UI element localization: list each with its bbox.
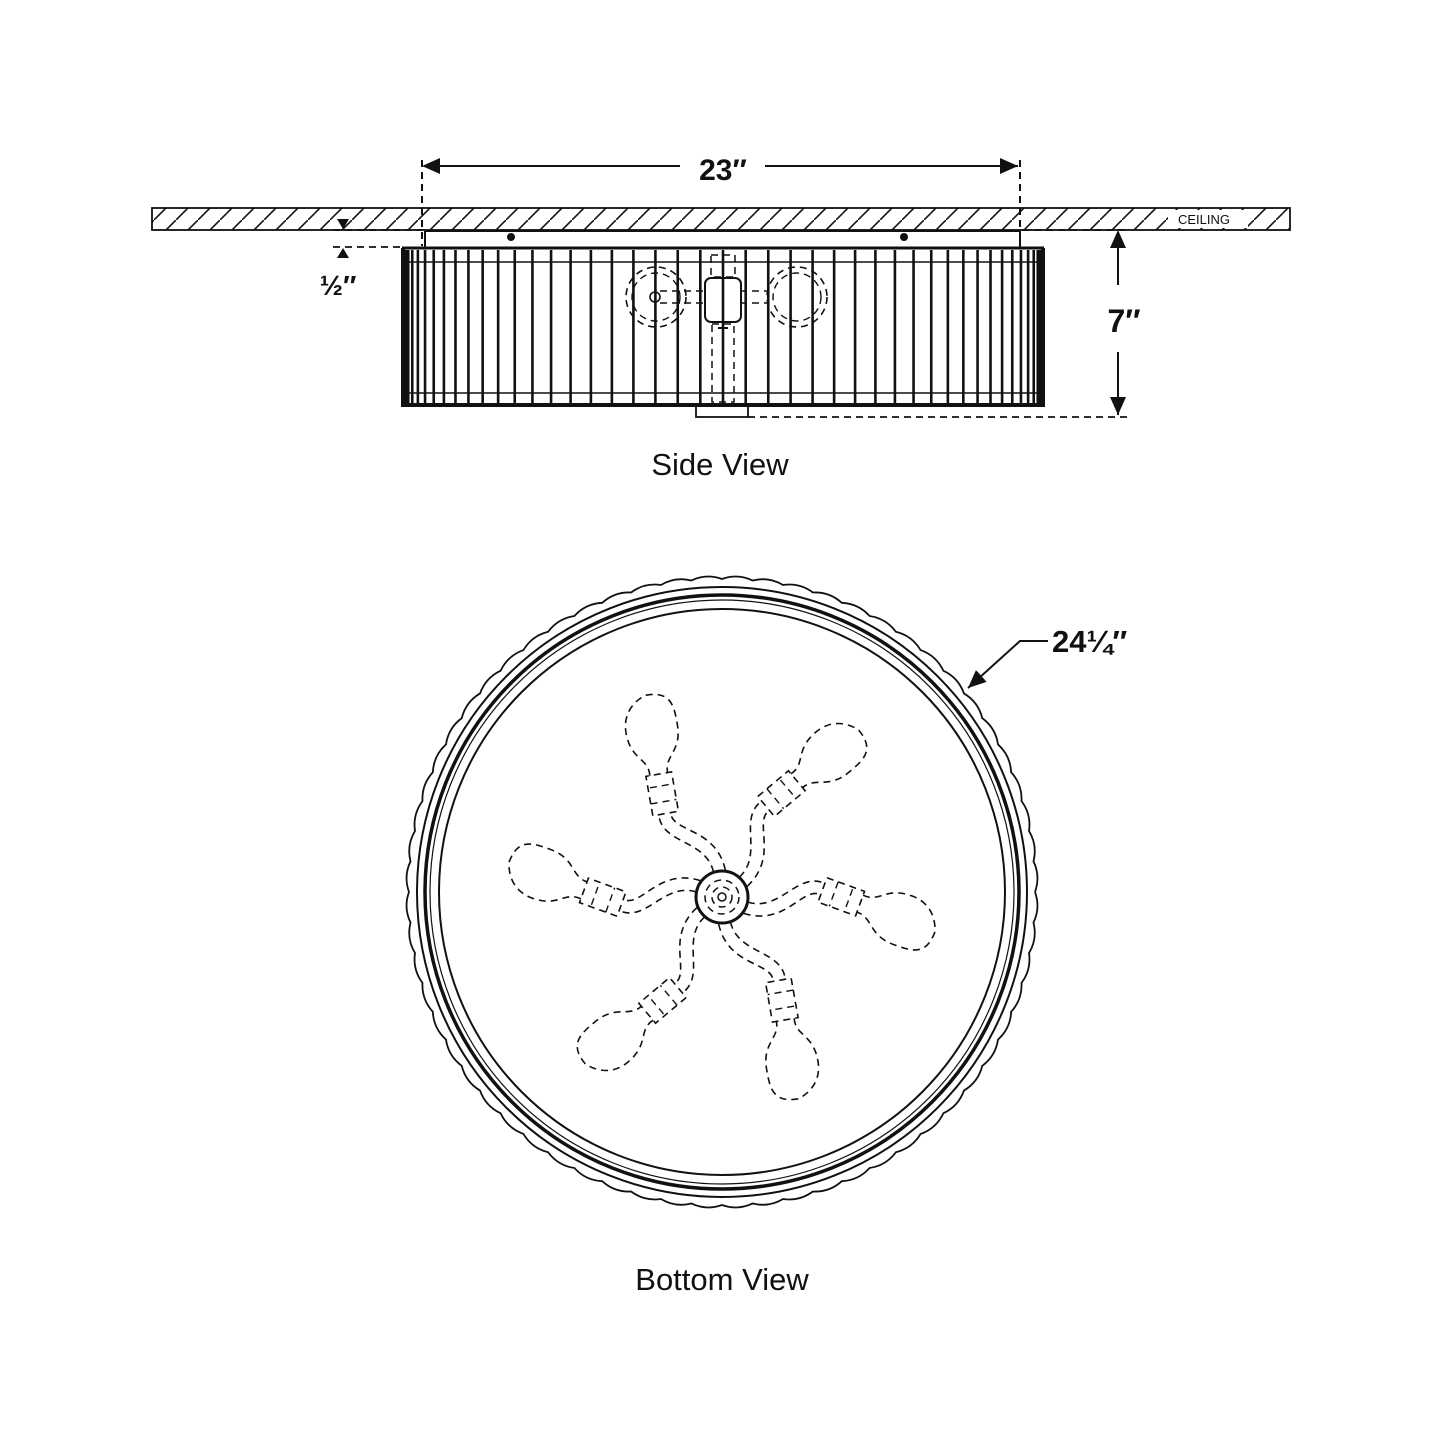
width-dimension: 23″ (421, 154, 1021, 246)
fixture-drum (401, 246, 1045, 407)
outer-rim (405, 575, 1039, 1209)
bulb-arm (717, 921, 820, 1101)
bulb-arm (743, 876, 936, 951)
canopy-gap-dimension: ½″ (320, 219, 422, 301)
diameter-dimension: 24¼″ (967, 624, 1127, 689)
bulb-arm (738, 722, 868, 888)
bottom-view-title: Bottom View (635, 1262, 809, 1297)
bulb-arm (508, 843, 701, 918)
ceiling-label: CEILING (1178, 212, 1230, 227)
center-hub (694, 869, 750, 925)
bulb-arm (624, 693, 727, 873)
socket-cluster (625, 254, 828, 403)
diameter-dimension-label: 24¼″ (1052, 624, 1127, 659)
bottom-view: 24¼″ Bottom View (405, 575, 1127, 1297)
side-view-title: Side View (651, 447, 789, 482)
bulb-arm (576, 906, 706, 1072)
canopy-gap-dimension-label: ½″ (320, 270, 357, 301)
bulb-arms (508, 693, 936, 1101)
finial (695, 404, 749, 418)
side-view: CEILING (151, 154, 1291, 482)
width-dimension-label: 23″ (699, 154, 747, 187)
height-dimension: 7″ (748, 229, 1141, 418)
height-dimension-label: 7″ (1107, 303, 1140, 339)
canopy (424, 230, 1021, 247)
ceiling: CEILING (151, 207, 1291, 231)
